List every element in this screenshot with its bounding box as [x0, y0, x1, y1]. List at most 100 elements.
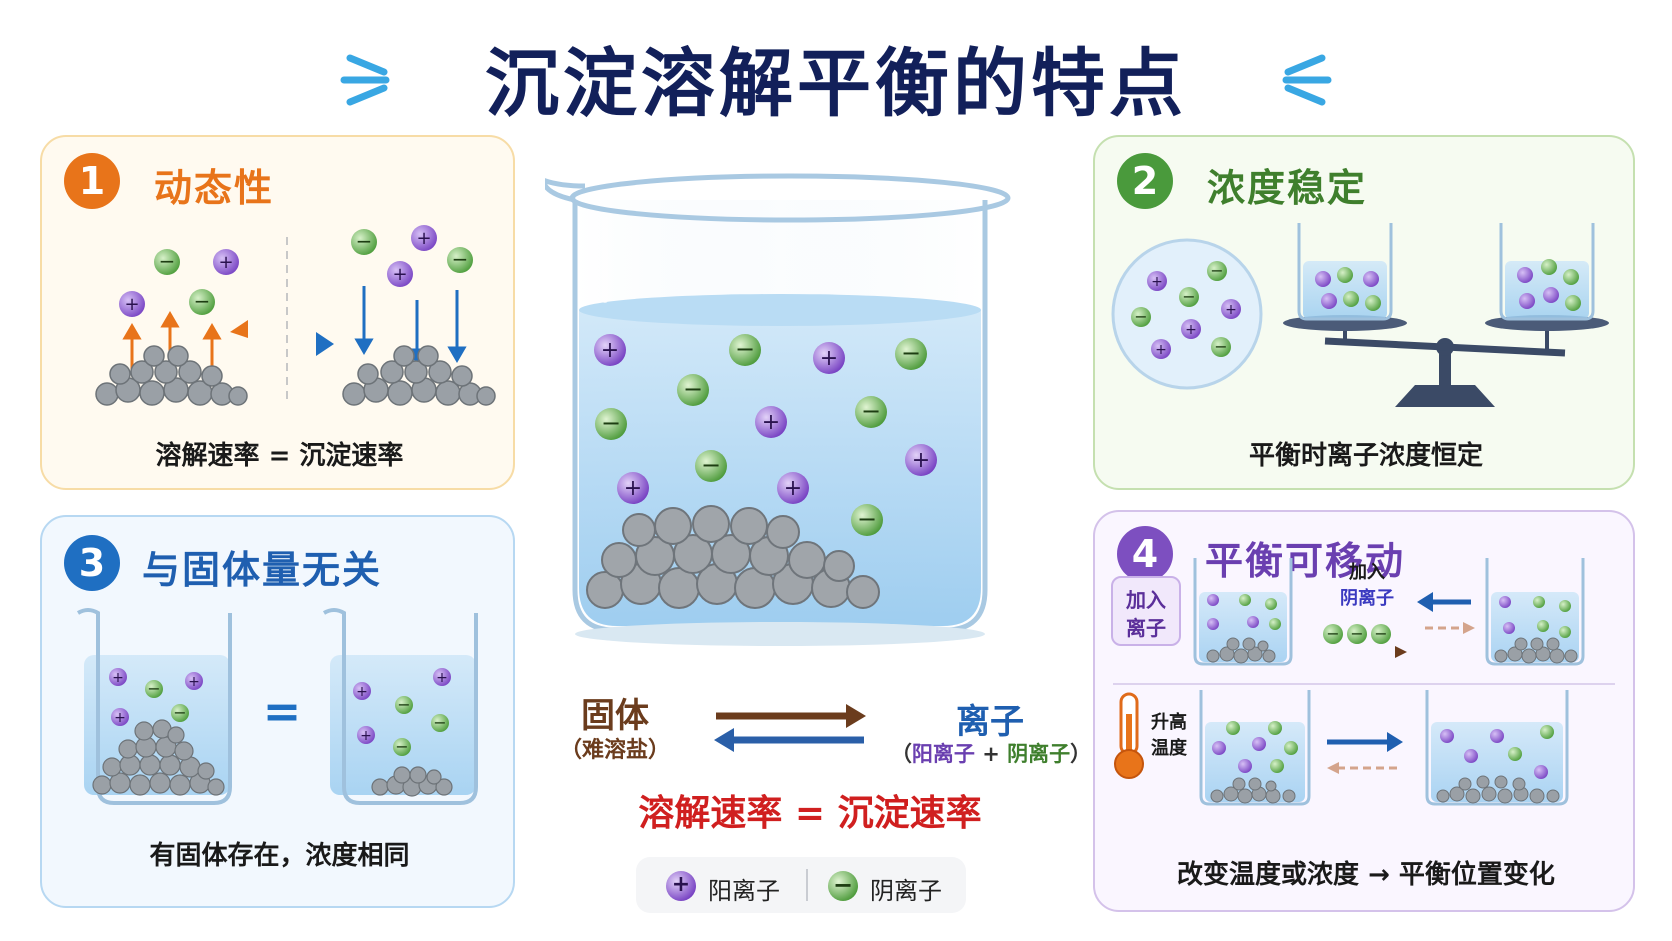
svg-text:−: −	[901, 339, 921, 367]
solid-pile-icon	[371, 766, 453, 797]
legend-cation-label: 阳离子	[708, 877, 780, 905]
magnifier-circle-icon: + − − + − + + −	[1111, 238, 1263, 390]
svg-text:−: −	[433, 713, 446, 732]
main-beaker-illustration: + − + − − − + − − + + + −	[545, 173, 1011, 646]
balance-scale-icon	[1283, 315, 1609, 407]
panel-caption: 平衡时离子浓度恒定	[1248, 441, 1483, 471]
cation-icon: +	[594, 334, 626, 366]
shift-right-arrow	[1327, 732, 1403, 774]
svg-text:+: +	[784, 476, 802, 501]
svg-text:+: +	[912, 448, 930, 473]
stable-concentration-illustration: + − − + − + + −	[1111, 223, 1609, 407]
panel-number-badge: 1	[64, 153, 120, 209]
panel-title: 平衡可移动	[1205, 539, 1406, 583]
heat-line2: 温度	[1151, 738, 1187, 759]
add-ions-tag	[1111, 576, 1181, 646]
svg-text:−: −	[194, 289, 211, 313]
panel-number-badge: 3	[64, 535, 120, 591]
panel-concentration-stable: 2 浓度稳定 + − − + − + + −	[1093, 135, 1635, 490]
cation-icon: +	[119, 291, 145, 317]
svg-text:−: −	[147, 679, 160, 698]
cation-icon: +	[213, 249, 239, 275]
anion-icon: −	[1347, 624, 1367, 644]
anion-icon: −	[677, 374, 709, 406]
legend: + 阳离子 − 阴离子	[636, 857, 966, 913]
beaker-icon: + − + + −	[76, 608, 232, 805]
svg-text:−: −	[452, 247, 469, 271]
beaker-icon	[1485, 558, 1585, 666]
svg-text:−: −	[395, 737, 408, 756]
svg-text:+: +	[762, 410, 780, 435]
panel-title: 浓度稳定	[1207, 166, 1368, 210]
solid-sublabel: （难溶盐）	[559, 738, 670, 763]
ion-sub-anion: 阴离子	[1007, 742, 1071, 766]
add-ions-line1: 加入	[1126, 588, 1166, 612]
panel-caption: 溶解速率 = 沉淀速率	[155, 441, 404, 471]
solid-label: 固体	[581, 696, 649, 736]
title-right-decoration-icon	[1282, 54, 1332, 106]
svg-text:+: +	[392, 264, 407, 285]
equals-sign: =	[263, 684, 302, 738]
shift-left-arrow	[1417, 592, 1475, 634]
svg-text:−: −	[861, 397, 881, 425]
add-ions-line2: 离子	[1126, 616, 1166, 640]
svg-text:+: +	[601, 338, 619, 363]
add-anion-line1: 加入	[1349, 562, 1385, 583]
cation-icon: +	[411, 225, 437, 251]
svg-text:−: −	[173, 703, 186, 722]
ion-sub-plus: +	[974, 742, 1008, 766]
anion-icon: −	[351, 229, 377, 255]
solid-pile-icon	[95, 345, 248, 406]
ion-sub-cation: 阳离子	[911, 742, 975, 766]
svg-text:−: −	[1214, 337, 1227, 356]
svg-text:+: +	[124, 294, 139, 315]
anion-icon: −	[855, 396, 887, 428]
svg-text:−: −	[1326, 624, 1339, 643]
add-anion-line2: 阴离子	[1340, 588, 1394, 609]
beaker-icon	[1297, 223, 1393, 321]
beaker-icon	[1499, 223, 1595, 321]
cation-icon: +	[617, 472, 649, 504]
anion-icon: −	[189, 289, 215, 315]
solid-pile-icon	[92, 719, 225, 796]
cation-icon: +	[813, 342, 845, 374]
beaker-icon	[1193, 558, 1293, 666]
svg-text:−: −	[1134, 307, 1147, 326]
svg-text:−: −	[1350, 624, 1363, 643]
panel-caption: 改变温度或浓度 → 平衡位置变化	[1177, 860, 1555, 890]
title-left-decoration-icon	[340, 54, 390, 106]
cation-icon: +	[777, 472, 809, 504]
svg-text:+: +	[624, 476, 642, 501]
cation-icon: +	[387, 261, 413, 287]
legend-cation-symbol: +	[671, 872, 691, 897]
panel-title: 与固体量无关	[142, 548, 383, 592]
panel-number-badge: 4	[1117, 526, 1173, 582]
svg-text:−: −	[1210, 261, 1223, 280]
beaker-icon: + − + − − − + − − + + + −	[545, 173, 1011, 646]
panel-equilibrium-shift: 4 平衡可移动 加入 离子 加入 阴离子 升高 温度 − − −	[1093, 510, 1635, 912]
svg-text:−: −	[701, 451, 721, 479]
ion-sublabel: （阳离子 + 阴离子）	[876, 738, 1106, 768]
svg-text:+: +	[112, 670, 124, 686]
svg-text:+: +	[1185, 322, 1197, 338]
svg-text:−: −	[857, 505, 877, 533]
solid-pile-icon	[586, 505, 880, 609]
svg-text:+: +	[114, 710, 126, 726]
legend-anion-label: 阴离子	[870, 877, 942, 905]
svg-text:+: +	[188, 674, 200, 690]
beaker-icon: + + − − + −	[322, 608, 478, 805]
dissolution-precipitation-illustration: − + + − − + − +	[95, 225, 496, 406]
svg-text:+: +	[356, 684, 368, 700]
solid-pile-icon	[342, 345, 496, 406]
thermometer-icon	[1114, 692, 1144, 779]
legend-divider	[806, 869, 808, 901]
dissolving-up-arrows	[122, 311, 222, 372]
panel-dynamic: 1 动态性 − + + −	[40, 135, 515, 490]
equilibrium-arrow-icon	[230, 320, 334, 356]
svg-text:+: +	[1155, 342, 1167, 358]
anion-icon: −	[595, 408, 627, 440]
anion-icon: −	[447, 247, 473, 273]
svg-text:+: +	[1225, 302, 1237, 318]
panel-independent-of-solid: 3 与固体量无关 + − + + − =	[40, 515, 515, 908]
ion-sub-close: ）	[1070, 742, 1092, 766]
